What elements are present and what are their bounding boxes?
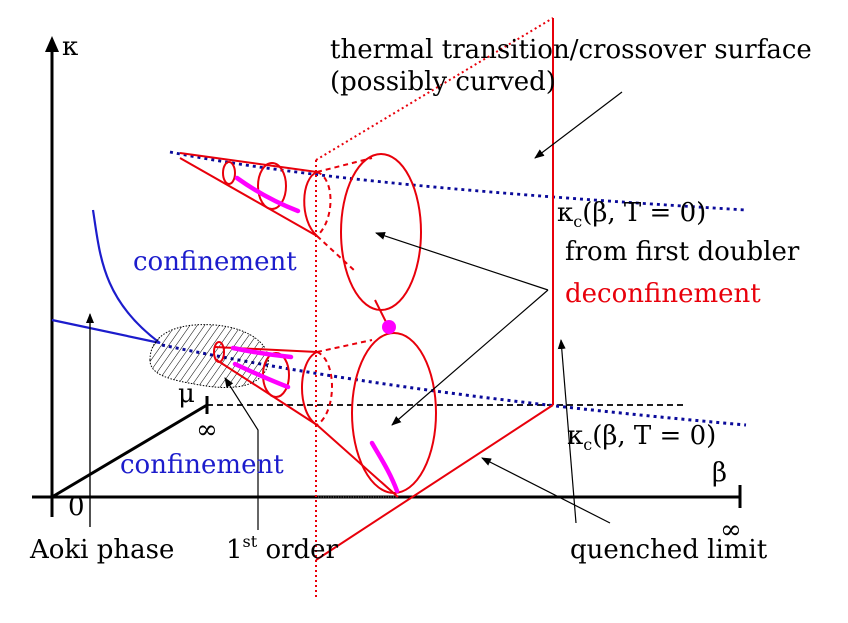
mu-infinity-label: ∞	[196, 415, 218, 445]
text-labels: κ β μ 0 ∞ ∞ thermal transition/crossover…	[29, 32, 812, 565]
confinement-upper-label: confinement	[133, 247, 297, 277]
surface-bottom-edge	[315, 404, 554, 561]
surface-label-line2: (possibly curved)	[330, 67, 556, 97]
kc-lower-label: κc(β, T = 0)	[567, 421, 716, 454]
upper-big-ellipse	[340, 153, 422, 311]
arrow-quenched-to-surface	[481, 457, 611, 524]
critical-endpoint-dot	[382, 320, 396, 334]
first-order-region	[149, 324, 269, 388]
kappa-label: κ	[62, 32, 78, 62]
beta-label: β	[712, 458, 727, 488]
kc-upper-label: κc(β, T = 0)	[557, 198, 706, 231]
upper-cone-ring-back	[316, 171, 332, 237]
hatched-region	[149, 324, 269, 388]
confinement-lower-label: confinement	[120, 450, 284, 480]
surface-label-line1: thermal transition/crossover surface	[330, 35, 812, 65]
upper-cone-top-line	[179, 152, 318, 173]
upper-cone-ring-medium	[257, 162, 287, 210]
lower-cone-ring-small	[213, 341, 225, 363]
aoki-phase-label: Aoki phase	[29, 535, 174, 565]
lower-cone-ring-medium	[262, 352, 290, 398]
mu-axis	[51, 403, 208, 499]
red-structures	[179, 17, 554, 600]
arrow-quenched-to-vertical	[557, 339, 577, 524]
upper-cone-dashed-bottom	[316, 235, 357, 273]
upper-cone-ring-front	[303, 171, 318, 237]
origin-label: 0	[68, 492, 85, 522]
lower-cone-line-down	[316, 424, 399, 498]
arrow-to-surface	[534, 91, 623, 159]
first-order-pointer	[224, 377, 259, 530]
upper-blue-curve	[91, 209, 161, 344]
deconfinement-label: deconfinement	[565, 279, 761, 309]
kc-upper-dotted-line	[169, 150, 747, 212]
arrow-to-lower-ellipse	[391, 289, 549, 426]
first-doubler-label: from first doubler	[565, 237, 800, 267]
upper-magenta-line	[234, 175, 301, 214]
annotation-arrows	[86, 91, 623, 530]
bottom-magenta-curve	[369, 440, 400, 494]
upper-cone-dashed-top	[316, 157, 373, 173]
quenched-limit-label: quenched limit	[570, 535, 768, 565]
upper-cone-ring-small	[222, 161, 236, 185]
surface-dotted-top	[315, 17, 554, 161]
lower-cone-bottom-line	[214, 358, 318, 426]
beta-infinity-label: ∞	[720, 515, 742, 545]
lower-magenta-line-b	[232, 361, 291, 390]
upper-cone-bottom-line	[179, 157, 318, 237]
lower-big-ellipse	[351, 332, 437, 494]
magenta-lines	[230, 175, 400, 494]
lower-cone-ring-front	[301, 351, 318, 426]
first-order-label: 1st order	[226, 532, 339, 565]
lower-cone-ring-back	[316, 351, 333, 426]
kappa-axis-arrow	[45, 36, 59, 52]
arrow-to-upper-ellipse	[375, 232, 549, 291]
lower-cone-dashed-top	[316, 339, 373, 353]
left-blue-line	[51, 318, 161, 345]
lower-magenta-line-a	[230, 345, 294, 360]
mu-label: μ	[178, 379, 195, 409]
